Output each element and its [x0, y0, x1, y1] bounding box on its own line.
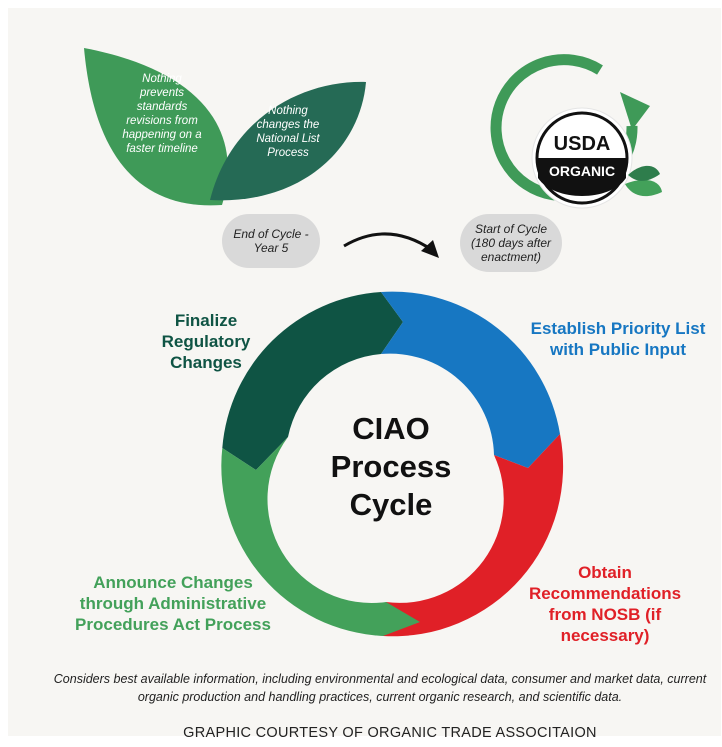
segment-finalize	[222, 292, 403, 470]
graphic-credit: GRAPHIC COURTESY OF ORGANIC TRADE ASSOCI…	[183, 725, 597, 741]
segment-obtain	[383, 434, 564, 637]
segment-establish	[381, 291, 560, 468]
cycle-arrow	[343, 232, 433, 252]
logo-usda-text: USDA	[554, 133, 611, 155]
left-leaf-text: Nothing prevents standards revisions fro…	[122, 73, 202, 155]
start-of-cycle-label: Start of Cycle (180 days after enactment…	[470, 222, 552, 264]
cycle-arrow-head	[421, 240, 439, 258]
segment-announce	[221, 437, 420, 636]
step-label-obtain: Obtain Recommendations from NOSB (if nec…	[528, 563, 682, 645]
footnote: Considers best available information, in…	[53, 672, 707, 704]
logo-organic-text: ORGANIC	[549, 163, 615, 179]
usda-organic-logo	[490, 54, 662, 209]
step-label-announce: Announce Changes through Administrative …	[75, 573, 271, 634]
start-of-cycle-pill	[460, 214, 562, 272]
step-label-finalize: Finalize Regulatory Changes	[161, 311, 251, 372]
right-leaf-shape	[210, 81, 366, 201]
end-of-cycle-label: End of Cycle - Year 5	[233, 227, 309, 255]
step-label-establish: Establish Priority List with Public Inpu…	[530, 319, 706, 359]
left-leaf-shape	[84, 48, 228, 206]
center-title: CIAO Process Cycle	[330, 411, 452, 522]
right-leaf-text: Nothing changes the National List Proces…	[256, 105, 320, 159]
end-of-cycle-pill	[222, 214, 320, 268]
